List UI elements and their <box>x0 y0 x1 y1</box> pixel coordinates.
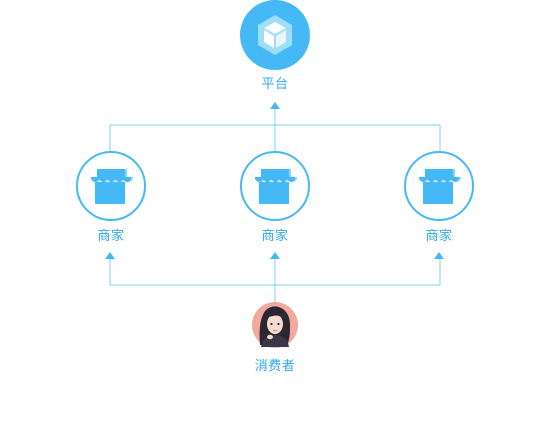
consumer-label: 消费者 <box>255 359 296 375</box>
platform-label: 平台 <box>261 77 288 93</box>
merchant-arrowhead-center <box>270 252 280 259</box>
avatar <box>252 302 298 348</box>
merchant-node-1[interactable] <box>77 152 145 220</box>
consumer-node[interactable] <box>252 302 298 348</box>
merchant-arrowhead-right <box>434 252 444 259</box>
consumer-to-merchant-connector <box>110 258 440 303</box>
merchant-label-1: 商家 <box>97 229 124 245</box>
platform-node[interactable] <box>240 0 310 70</box>
platform-arrowhead <box>270 102 280 109</box>
merchant-node-2[interactable] <box>241 152 309 220</box>
merchant-label-3: 商家 <box>425 229 452 245</box>
merchant-node-3[interactable] <box>405 152 473 220</box>
merchant-label-2: 商家 <box>261 229 288 245</box>
merchant-to-platform-connector <box>110 108 440 151</box>
merchant-arrowhead-left <box>105 252 115 259</box>
